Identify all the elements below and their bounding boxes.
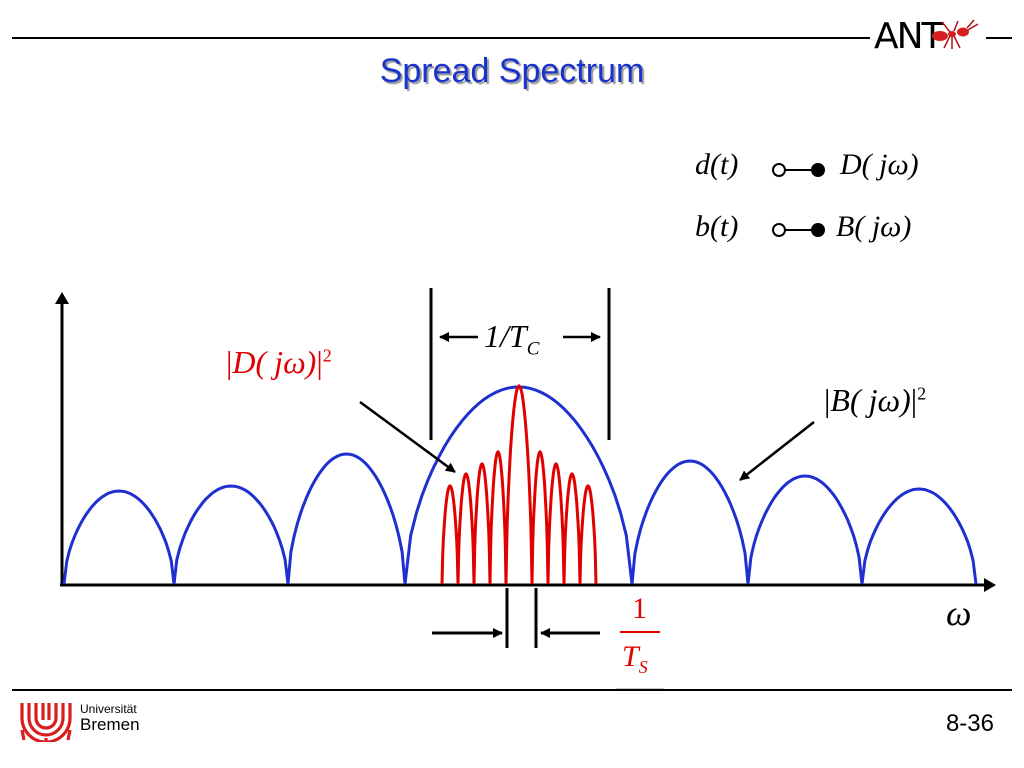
ant-insect-icon [932, 19, 979, 49]
b-spectrum-label: |B( jω)|2 [824, 382, 927, 418]
correspondence-symbol-1 [772, 163, 825, 177]
header-rule-right [986, 37, 1012, 39]
symbol-rate-denominator: TS [622, 640, 648, 678]
university-line-1: Universität [80, 702, 137, 716]
university-line-2: Bremen [80, 715, 140, 734]
d-spectrum-label-text: D( jω) [232, 344, 317, 380]
page-title: Spread Spectrum [379, 52, 645, 90]
red-spectrum-curve [440, 383, 598, 585]
b-label-pointer-arrow [739, 421, 815, 481]
chip-width-label: 1/TC [484, 318, 539, 360]
symbol-rate-denominator-text: T [622, 640, 639, 673]
symbol-rate-numerator: 1 [632, 592, 647, 625]
b-spectrum-exponent: 2 [917, 383, 927, 404]
x-axis-label: ω [946, 593, 972, 633]
corr-lhs-2: b(t) [695, 210, 739, 243]
symbol-rate-denominator-sub: S [638, 657, 648, 677]
y-axis-arrowhead [55, 292, 69, 304]
university-logo-icon [20, 703, 72, 742]
corr-rhs-1: D( jω) [840, 148, 919, 181]
corr-rhs-2: B( jω) [836, 210, 912, 243]
x-axis-arrowhead [984, 578, 996, 592]
correspondence-symbol-2 [772, 223, 825, 237]
university-name: Universität Bremen [80, 703, 140, 734]
ant-logo: ANT [874, 16, 944, 57]
chip-width-label-text: 1/T [484, 318, 527, 354]
page-number: 8-36 [945, 710, 994, 737]
chip-width-label-sub: C [526, 338, 540, 360]
b-spectrum-label-text: B( jω) [830, 382, 911, 418]
header-rule-left [12, 37, 870, 39]
d-spectrum-exponent: 2 [322, 345, 332, 366]
d-spectrum-label: |D( jω)|2 [226, 344, 332, 380]
footer-rule [12, 689, 1012, 691]
d-label-pointer-arrow [359, 400, 456, 474]
corr-lhs-1: d(t) [695, 148, 739, 181]
